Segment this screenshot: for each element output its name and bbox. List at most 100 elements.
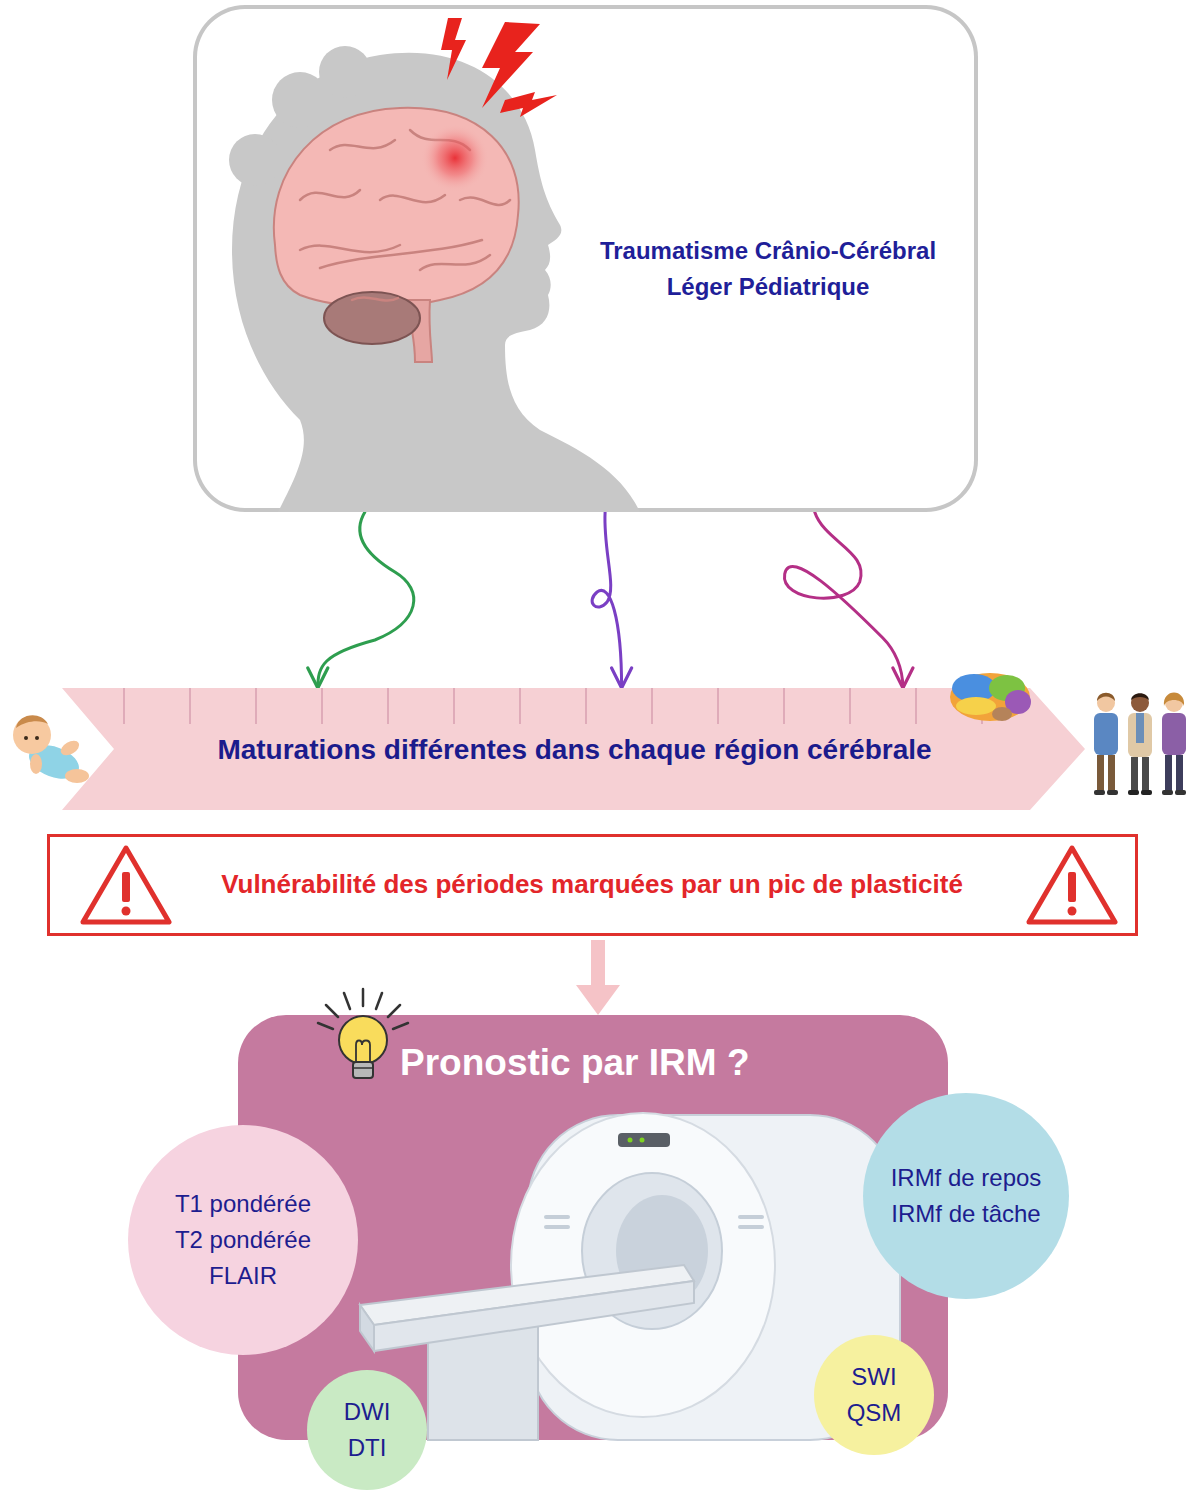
timeline-ticks [321,688,323,724]
head-illustration [229,18,640,512]
idea-bulb [388,1005,400,1017]
idea-bulb [353,1062,373,1078]
idea-bulb [326,1005,338,1017]
adults-icon [1128,713,1152,757]
injury-panel: Traumatisme Crânio-Cérébral Léger Pédiat… [193,5,978,512]
adults-icon [1097,693,1115,701]
flow-arrow [576,940,620,1015]
adults-icon [1128,790,1139,795]
adults-icon [1165,755,1172,791]
brain [300,190,360,200]
adults-icon [1107,790,1118,795]
idea-bulb [344,993,350,1009]
timeline-ticks [189,688,191,724]
impact-bolts [441,18,466,80]
mri-scanner [544,1215,570,1219]
idea-bulb [356,1041,370,1062]
sequence-bubble: IRMf de repos IRMf de tâche [863,1093,1069,1299]
baby-icon [58,738,81,758]
baby-icon [35,736,39,740]
adults-icon [1141,790,1152,795]
brain [320,240,482,268]
mri-scanner [511,1113,775,1417]
mri-scanner [738,1215,764,1219]
brain [421,124,489,192]
timeline-ticks [717,688,719,724]
timeline-ticks [585,688,587,724]
warning-triangle [122,872,130,902]
brain [330,140,395,150]
mri-scanner [640,1138,645,1143]
curly-arrow [592,512,622,688]
sequence-list: SWI QSM [838,1359,910,1431]
baby-icon [24,736,28,740]
adults-icon [1108,755,1115,791]
adults-icon [1175,790,1186,795]
mri-panel: Pronostic par IRM ?T1 pondérée T2 pondér… [238,1015,948,1440]
child-silhouette [272,72,328,128]
child-silhouette [229,134,281,186]
baby-icon [13,715,89,785]
timeline-ticks [453,688,455,724]
adults-icon [1094,790,1105,795]
adults-icon [1094,713,1118,755]
brain [274,108,519,362]
brain-icon [992,707,1012,721]
adults-icon [1136,713,1144,743]
mri-scanner [544,1215,764,1229]
timeline-ticks [783,688,785,724]
sequence-list: IRMf de repos IRMf de tâche [877,1160,1055,1232]
timeline-ticks [387,688,389,724]
idea-bulb [353,1067,373,1069]
brain-icon [950,673,1030,721]
adults-icon [1142,757,1149,791]
idea-bulb [393,1023,408,1029]
mri-scanner [360,1305,374,1351]
sequence-bubble: T1 pondérée T2 pondérée FLAIR [128,1125,358,1355]
curly-arrow [784,512,902,688]
warning-triangle [1029,848,1115,922]
warning-triangle [1029,848,1115,922]
sequence-list: DWI DTI [336,1394,398,1466]
adults-icon [1131,757,1138,791]
timeline-ticks [123,688,125,724]
brain [420,255,490,270]
timeline-ticks [915,688,917,724]
idea-bulb [362,989,365,1006]
warning-triangle [1068,872,1076,902]
impact-bolts [500,92,557,117]
brain [380,195,445,202]
brain [300,245,400,252]
warning-triangle [122,907,131,916]
band-label: Maturations différentes dans chaque régi… [122,732,1027,767]
adults-icon [1162,713,1186,755]
idea-bulb [318,1023,333,1029]
brain-icon [956,697,996,715]
brain [352,297,398,300]
warning-triangle [83,848,169,922]
idea-bulb [339,1016,387,1064]
sequence-bubble: SWI QSM [814,1335,934,1455]
baby-icon [16,715,48,728]
timeline-band [62,688,1085,810]
mri-scanner [374,1281,694,1351]
brain [324,292,420,344]
brain-icon [950,673,1031,721]
panel-heading: Pronostic par IRM ? [400,1041,840,1085]
baby-icon [65,769,89,783]
brain [460,198,510,205]
idea-bulb [376,993,382,1009]
warning-triangle [83,848,169,922]
adults-icon [1097,755,1104,791]
adults-icon [1164,693,1184,707]
mri-scanner [544,1225,570,1229]
baby-icon [13,716,51,754]
child-silhouette [319,46,371,98]
adults-icon [1094,693,1186,796]
child-silhouette [229,46,640,512]
mri-scanner [618,1133,670,1147]
adults-icon [1131,694,1149,712]
warning-triangle [1068,907,1077,916]
warning-box: Vulnérabilité des périodes marquées par … [47,834,1138,936]
baby-icon [30,754,42,774]
